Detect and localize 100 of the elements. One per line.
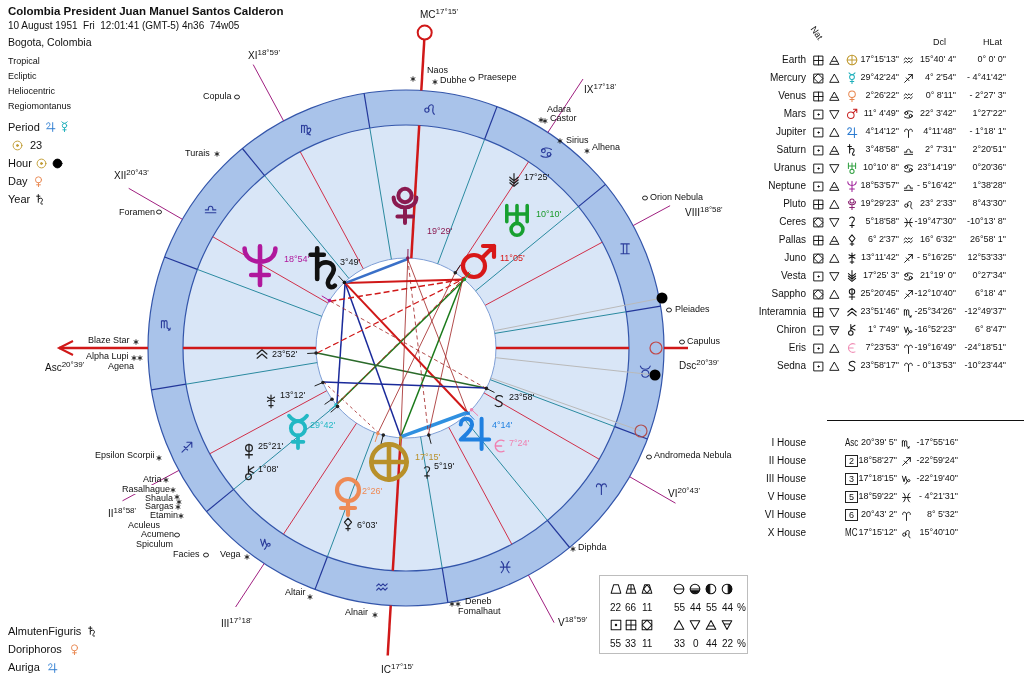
planet-degree: 10°10' xyxy=(536,210,562,219)
declination-value: 0° 8'11" xyxy=(925,91,956,100)
star-name: Vega xyxy=(220,550,241,559)
planet-degree: 23°52' xyxy=(272,350,298,359)
star-name: Etamin xyxy=(150,511,178,520)
percentage-value: 44 xyxy=(690,602,702,613)
star-name: Pleiades xyxy=(675,305,710,314)
star-name: Castor xyxy=(550,114,577,123)
position-value: 17°18'15" xyxy=(858,474,897,483)
body-name: Neptune xyxy=(768,180,806,192)
position-value: 18°53'57" xyxy=(860,181,899,190)
star-name: Fomalhaut xyxy=(458,607,501,616)
star-name: Andromeda Nebula xyxy=(654,451,732,460)
declination-value: 4°11'48" xyxy=(923,127,956,136)
declination-value: -19°16'49" xyxy=(914,343,956,352)
position-value: 17°25' 3" xyxy=(862,271,899,280)
position-value: 17°15'13" xyxy=(860,55,899,64)
planet-degree: 7°24' xyxy=(509,439,530,448)
percentage-value: % xyxy=(737,638,746,649)
timing-label: AlmutenFiguris xyxy=(8,625,82,638)
body-name: Ceres xyxy=(779,216,806,228)
star-name: Turais xyxy=(185,149,210,158)
planet-degree: 2°26' xyxy=(362,487,383,496)
planet-degree: 17°25' xyxy=(524,173,550,182)
position-value: 11° 4'49" xyxy=(863,109,899,118)
star-name: Sirius xyxy=(566,136,589,145)
planet-degree: 25°21' xyxy=(258,442,284,451)
declination-value: - 4°21'31" xyxy=(918,492,958,501)
latitude-value: 0°20'36" xyxy=(972,163,1006,172)
latitude-value: 1°27'22" xyxy=(972,109,1006,118)
star-name: Foramen xyxy=(119,208,155,217)
percentage-value: 55 xyxy=(674,602,686,613)
planet-degree: 13°12' xyxy=(280,391,306,400)
body-name: Saturn xyxy=(776,144,806,156)
planet-degree: 6°03' xyxy=(357,521,378,530)
position-value: 18°59'22" xyxy=(858,492,897,501)
latitude-value: - 2°27' 3" xyxy=(969,91,1006,100)
body-name: Venus xyxy=(778,90,806,102)
star-name: Facies xyxy=(173,550,200,559)
declination-value: -22°59'24" xyxy=(916,456,958,465)
position-value: 7°23'53" xyxy=(865,343,899,352)
planet-degree: 5°19' xyxy=(434,462,455,471)
position-value: 13°11'42" xyxy=(861,253,899,262)
star-name: Dubhe xyxy=(440,76,467,85)
column-header: HLat xyxy=(983,38,1002,47)
percentage-value: 33 xyxy=(674,638,686,649)
position-value: 2°26'22" xyxy=(865,91,899,100)
planet-degree: 1°08' xyxy=(258,465,279,474)
star-name: Alhena xyxy=(592,143,621,152)
planet-degree: 4°14' xyxy=(492,421,513,430)
house-symbol: Asc xyxy=(845,437,859,449)
house-number: 3 xyxy=(845,473,858,485)
house-cusp-label: IC$^{17°15'}$ xyxy=(381,664,414,676)
position-value: 25°20'45" xyxy=(860,289,899,298)
house-cusp-label: XI$^{18°59'}$ xyxy=(248,50,280,62)
house-cusp-label: II$^{18°58'}$ xyxy=(108,508,137,520)
body-name: Chiron xyxy=(776,324,806,336)
star-name: Rasalhague xyxy=(122,485,171,494)
planet-degree: 18°54' xyxy=(284,255,310,264)
latitude-value: 6° 8'47" xyxy=(974,325,1006,334)
star-name: Copula xyxy=(203,92,232,101)
position-value: 4°14'12" xyxy=(865,127,899,136)
percentage-value: 22 xyxy=(722,638,734,649)
body-name: Mercury xyxy=(769,72,806,84)
body-name: Jupiter xyxy=(776,126,806,138)
star-name: Epsilon Scorpii xyxy=(95,451,155,460)
planet-degree: 11°05' xyxy=(500,254,525,263)
declination-value: 8° 5'32" xyxy=(926,510,958,519)
star-name: Alpha Lupi xyxy=(86,352,129,361)
latitude-value: 12°53'33" xyxy=(967,253,1006,262)
percentage-value: 44 xyxy=(706,638,718,649)
house-number: 2 xyxy=(845,455,858,467)
latitude-value: 0°27'34" xyxy=(972,271,1006,280)
latitude-value: 6°18' 4" xyxy=(974,289,1006,298)
house-cusp-label: MC$^{17°15'}$ xyxy=(420,9,459,21)
percentage-value: 55 xyxy=(706,602,718,613)
star-name: Alnair xyxy=(345,608,368,617)
position-value: 17°15'12" xyxy=(858,528,897,537)
body-name: Interamnia xyxy=(758,306,806,318)
declination-value: - 5°16'42" xyxy=(916,181,956,190)
timing-label: Auriga xyxy=(8,661,40,674)
house-cusp-label: Dsc$^{20°39'}$ xyxy=(679,360,719,372)
body-name: Vesta xyxy=(780,270,806,282)
place-text: Bogota, Colombia xyxy=(8,36,92,49)
percentage-value: 33 xyxy=(625,638,637,649)
position-value: 29°42'24" xyxy=(860,73,899,82)
house-cusp-label: Asc$^{20°39'}$ xyxy=(45,362,85,374)
star-name: Shaula xyxy=(145,494,174,503)
declination-value: 15°40'10" xyxy=(919,528,958,537)
declination-value: 4° 2'54" xyxy=(924,73,956,82)
planet-degree: 29°42' xyxy=(310,421,336,430)
planet-degree: 17°15' xyxy=(415,453,441,462)
declination-value: 15°40' 4" xyxy=(919,55,956,64)
house-cusp-label: III$^{17°18'}$ xyxy=(221,618,252,630)
house-cusp-label: VI$^{20°43'}$ xyxy=(668,488,700,500)
house-cusp-label: XII$^{20°43'}$ xyxy=(114,170,149,182)
latitude-value: 1°38'28" xyxy=(972,181,1006,190)
percentage-value: 22 xyxy=(610,602,622,613)
latitude-value: -24°18'51" xyxy=(964,343,1006,352)
declination-value: -12°10'40" xyxy=(914,289,956,298)
